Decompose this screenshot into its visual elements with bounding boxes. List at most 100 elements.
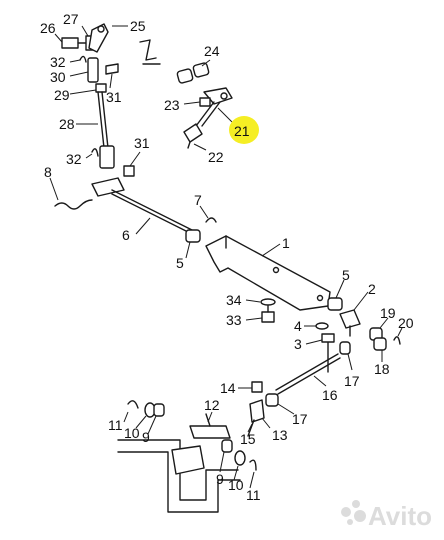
leader-7 — [199, 205, 209, 219]
leader-lines — [49, 25, 403, 489]
callout-11a: 11 — [108, 417, 123, 433]
callout-26: 26 — [40, 20, 56, 36]
lower-lever-parts — [117, 400, 257, 513]
leader-32a — [69, 59, 81, 63]
lever-12-post — [205, 413, 211, 427]
leader-22 — [193, 143, 207, 151]
clevis-30 — [87, 57, 99, 83]
rod-28 — [101, 91, 109, 149]
plate-1-hole-2 — [316, 294, 324, 302]
callout-11b: 11 — [246, 487, 261, 503]
washer-4 — [315, 322, 329, 330]
leader-31b — [129, 151, 141, 167]
shaft-6-edge — [111, 193, 197, 237]
callout-10a: 10 — [124, 425, 140, 441]
threaded-rod-16 — [247, 353, 341, 437]
lever-12 — [189, 425, 231, 439]
callout-5b: 5 — [342, 267, 350, 283]
callout-17b: 17 — [292, 411, 308, 427]
washer-10-right — [234, 450, 246, 466]
pin-9-left — [153, 403, 165, 417]
bolt-26-head — [61, 37, 79, 49]
callout-32a: 32 — [50, 54, 66, 70]
callout-18: 18 — [374, 361, 390, 377]
avito-watermark: Avito — [341, 500, 432, 531]
callout-23: 23 — [164, 97, 180, 113]
leader-10a — [135, 415, 147, 429]
leader-21 — [217, 107, 233, 123]
watermark-dot-1 — [341, 507, 351, 517]
bolt-15 — [247, 419, 255, 437]
bolt-14-head — [251, 381, 263, 393]
nut-17-left — [265, 393, 279, 407]
arm-21-hole — [220, 92, 228, 100]
leader-27 — [81, 25, 89, 37]
lower-frame-edge — [117, 451, 241, 513]
bracket-plate-1 — [205, 235, 331, 311]
bushing-5-right — [327, 297, 343, 311]
leader-17a — [347, 353, 353, 371]
bolt-23 — [199, 97, 211, 107]
bushing-5-left — [185, 229, 201, 243]
lower-frame — [117, 439, 239, 501]
cotter-pin-32-lower — [91, 148, 99, 157]
leader-1 — [261, 243, 281, 257]
callout-33: 33 — [226, 312, 242, 328]
rod-16-edge — [277, 357, 341, 395]
cotter-pin-11-right — [249, 459, 257, 471]
callout-4: 4 — [294, 318, 302, 334]
leader-20 — [397, 327, 403, 337]
leader-19 — [379, 317, 389, 329]
callout-19: 19 — [380, 305, 396, 321]
watermark-dot-3 — [354, 510, 366, 522]
clip-7 — [205, 217, 217, 223]
bolt-33-head — [261, 311, 275, 323]
rod-end-13 — [249, 399, 265, 423]
watermark-dot-2 — [352, 500, 360, 508]
leader-11a — [123, 411, 129, 423]
callout-28: 28 — [59, 116, 75, 132]
clevis-lower — [99, 145, 115, 169]
rod-16 — [275, 353, 339, 391]
pin-31-top — [105, 63, 119, 75]
leader-16 — [313, 375, 327, 387]
callout-14: 14 — [220, 380, 236, 396]
callout-17a: 17 — [344, 373, 360, 389]
callout-27: 27 — [63, 11, 79, 27]
leader-34 — [245, 299, 261, 303]
callout-22: 22 — [208, 149, 224, 165]
bushing-24b — [192, 62, 210, 78]
arm-21-rod-edge — [201, 101, 221, 127]
callout-21: 21 — [234, 123, 250, 139]
callout-3: 3 — [294, 336, 302, 352]
callout-5a: 5 — [176, 255, 184, 271]
leader-9a — [147, 415, 157, 435]
callout-2: 2 — [368, 281, 376, 297]
callout-31b: 31 — [134, 135, 150, 151]
leader-33 — [245, 317, 263, 321]
leader-32b — [85, 153, 93, 159]
leader-11b — [249, 471, 255, 489]
leader-24 — [201, 59, 211, 67]
leader-5b — [335, 279, 345, 299]
spring-clip — [139, 39, 157, 61]
leader-5a — [185, 241, 191, 259]
callout-31a: 31 — [106, 89, 122, 105]
callout-9a: 9 — [142, 429, 150, 445]
nut-29 — [95, 83, 107, 93]
callout-13: 13 — [272, 427, 288, 443]
leader-6 — [135, 217, 151, 235]
callout-7: 7 — [194, 192, 202, 208]
callout-16: 16 — [322, 387, 338, 403]
leader-8 — [49, 177, 59, 201]
leader-2 — [353, 291, 369, 311]
nut-17-right — [339, 341, 351, 355]
callout-29: 29 — [54, 87, 70, 103]
bushing-24a — [176, 68, 194, 84]
shaft-6 — [111, 189, 197, 233]
arm-21-rod — [195, 101, 215, 127]
callout-21-highlight — [229, 116, 259, 144]
callout-10b: 10 — [228, 477, 244, 493]
rod-28-edge — [97, 91, 105, 149]
